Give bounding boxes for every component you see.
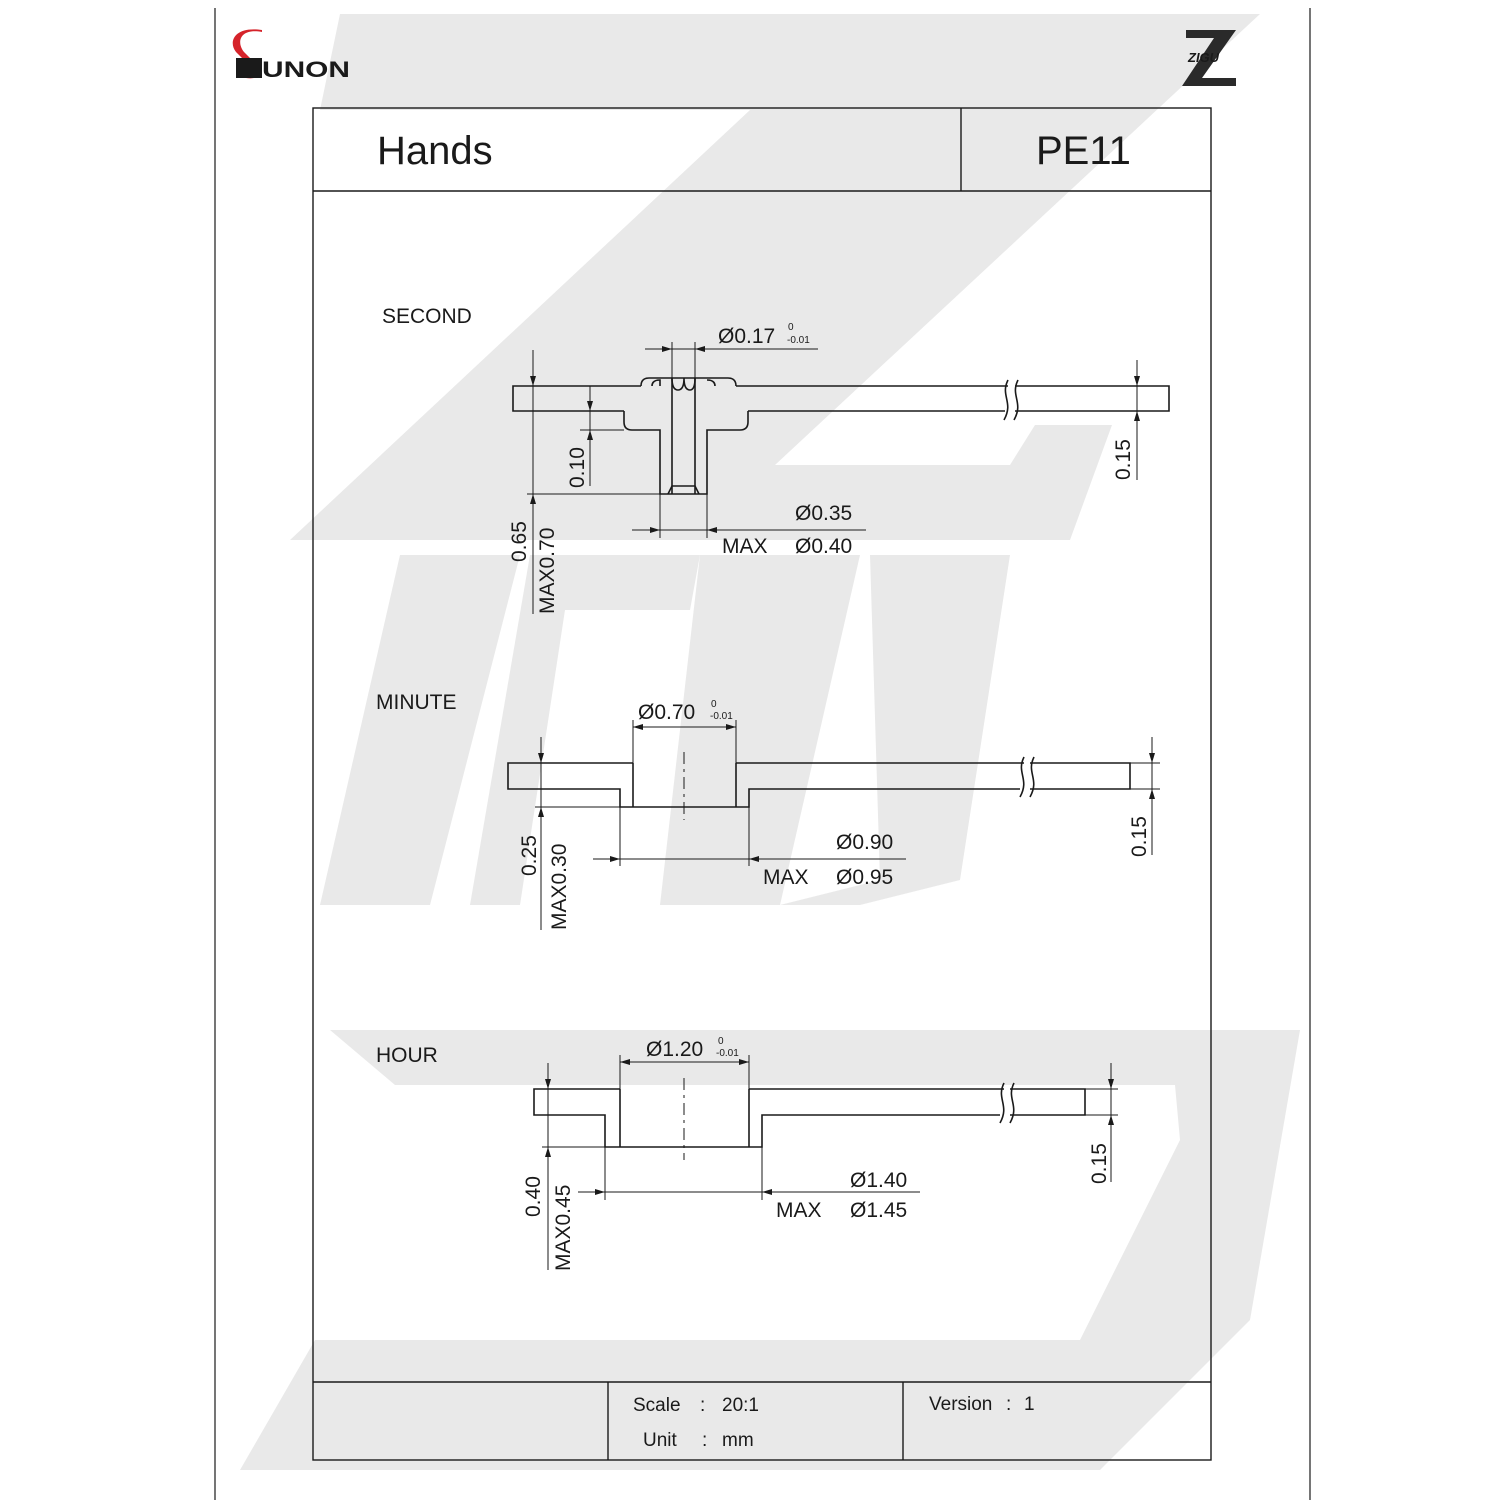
minute-outer-max-label: MAX <box>763 866 809 889</box>
second-outer-max-dim: Ø0.40 <box>795 535 852 558</box>
minute-outer-dim: Ø0.90 <box>836 831 893 854</box>
hour-height-max-dim: MAX0.45 <box>552 1185 575 1271</box>
svg-text::: : <box>1006 1394 1011 1415</box>
second-view-label: SECOND <box>382 305 472 328</box>
second-height-dim: 0.65 <box>508 521 531 562</box>
hour-bore-tol-lower: -0.01 <box>716 1048 739 1059</box>
minute-hand-view: MINUTE Ø0.70 0 -0.01 0.15 0.25 MAX0.30 <box>376 691 1160 930</box>
second-bore-dia: Ø0.17 <box>718 325 775 348</box>
minute-view-label: MINUTE <box>376 691 457 714</box>
second-hand-view: SECOND Ø0.17 0 -0.01 0.15 <box>382 305 1170 614</box>
second-bore-tol-lower: -0.01 <box>787 335 810 346</box>
unit-label: Unit <box>643 1430 678 1451</box>
svg-text:ZIGU: ZIGU <box>1187 50 1220 65</box>
minute-thickness-dim: 0.15 <box>1128 816 1151 857</box>
hour-outer-max-dim: Ø1.45 <box>850 1199 907 1222</box>
hour-outer-dim: Ø1.40 <box>850 1169 907 1192</box>
svg-text:UNON: UNON <box>262 57 350 82</box>
scale-value: 20:1 <box>722 1395 759 1416</box>
model-number: PE11 <box>1036 129 1131 173</box>
drawing-frame <box>312 107 1212 1461</box>
minute-bore-tol-upper: 0 <box>711 699 717 710</box>
hour-bore-dia: Ø1.20 <box>646 1038 703 1061</box>
scale-label: Scale <box>633 1395 681 1416</box>
hour-thickness-dim: 0.15 <box>1088 1143 1111 1184</box>
unit-value: mm <box>722 1430 754 1451</box>
hour-hand-view: HOUR Ø1.20 0 -0.01 0.15 0.40 MAX0.45 <box>376 1036 1118 1271</box>
sunon-logo: UNON <box>232 29 350 82</box>
second-outer-dim: Ø0.35 <box>795 502 852 525</box>
zigu-watermark <box>240 14 1300 1470</box>
second-bore-tol-upper: 0 <box>788 322 794 333</box>
svg-text::: : <box>702 1430 707 1451</box>
hour-view-label: HOUR <box>376 1044 438 1067</box>
hour-outer-max-label: MAX <box>776 1199 822 1222</box>
hour-bore-tol-upper: 0 <box>718 1036 724 1047</box>
minute-height-dim: 0.25 <box>518 835 541 876</box>
minute-bore-dia: Ø0.70 <box>638 701 695 724</box>
second-height-max-dim: MAX0.70 <box>536 528 559 614</box>
minute-bore-tol-lower: -0.01 <box>710 711 733 722</box>
second-thickness-dim: 0.15 <box>1112 439 1135 480</box>
second-outer-max-label: MAX <box>722 535 768 558</box>
version-label: Version <box>929 1394 992 1415</box>
hour-height-dim: 0.40 <box>522 1176 545 1217</box>
footer-block: Scale : 20:1 Unit : mm Version : 1 <box>633 1394 1035 1451</box>
minute-outer-max-dim: Ø0.95 <box>836 866 893 889</box>
svg-text::: : <box>700 1395 705 1416</box>
second-step-dim: 0.10 <box>566 447 589 488</box>
page-title: Hands <box>377 129 493 173</box>
zigu-logo: ZIGU <box>1182 30 1236 86</box>
version-value: 1 <box>1024 1394 1035 1415</box>
minute-height-max-dim: MAX0.30 <box>548 844 571 930</box>
